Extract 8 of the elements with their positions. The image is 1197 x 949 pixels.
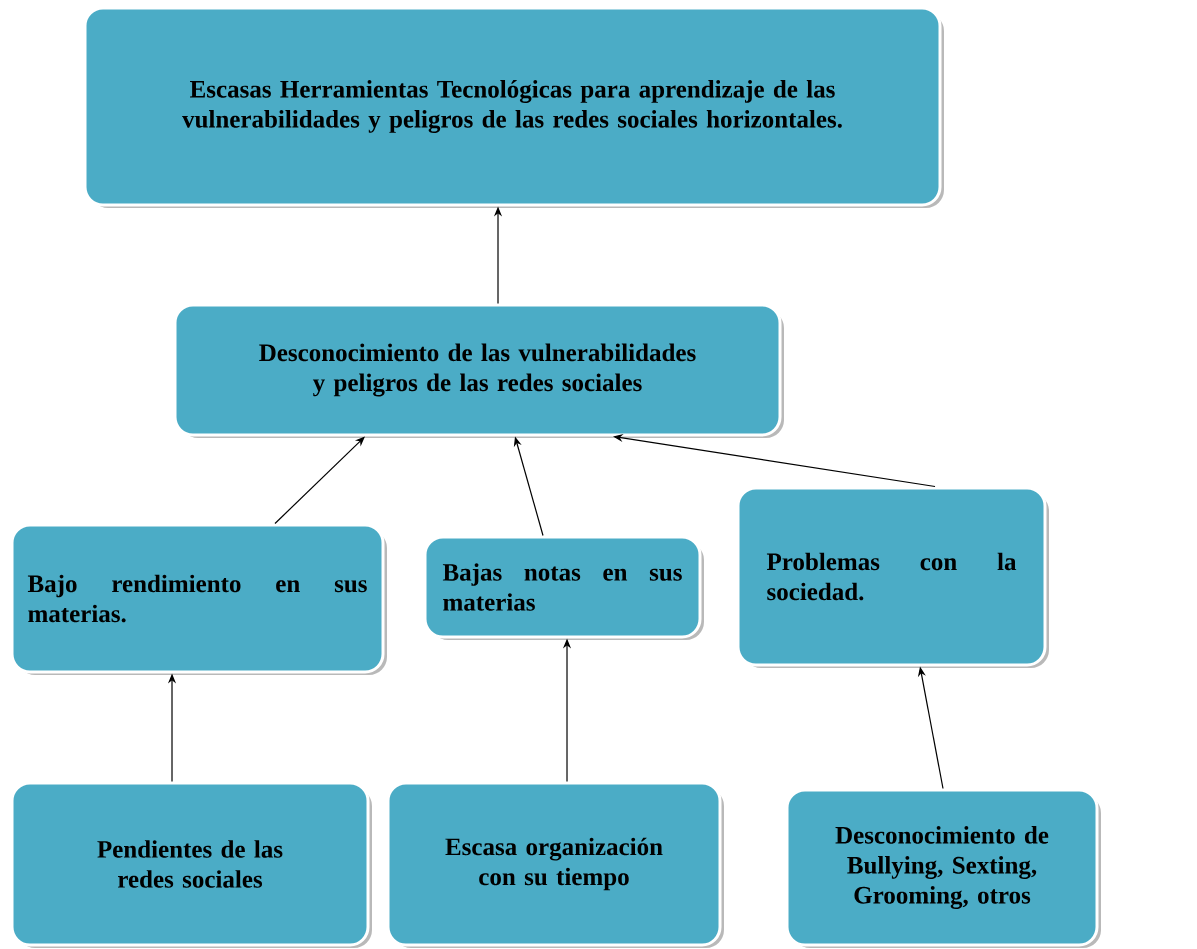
cause-box: Escasas Herramientas Tecnológicas para aprendizaje de las vulnerabilidades y peligros de las redes sociales horizontales. [83,6,944,208]
cause-box: Problemas con la sociedad. [736,486,1049,668]
cause-box: Bajo rendimiento en sus materias. [10,523,387,675]
cause-box: Desconocimiento de Bullying, Sexting, Grooming, otros [785,788,1101,948]
cause-box: Bajas notas en sus materias [423,535,704,640]
cause-box: Desconocimiento de las vulnerabilidades y peligros de las redes sociales [173,303,784,438]
cause-box: Pendientes de las redes sociales [10,781,372,948]
cause-box: Escasa organización con su tiempo [386,781,724,948]
